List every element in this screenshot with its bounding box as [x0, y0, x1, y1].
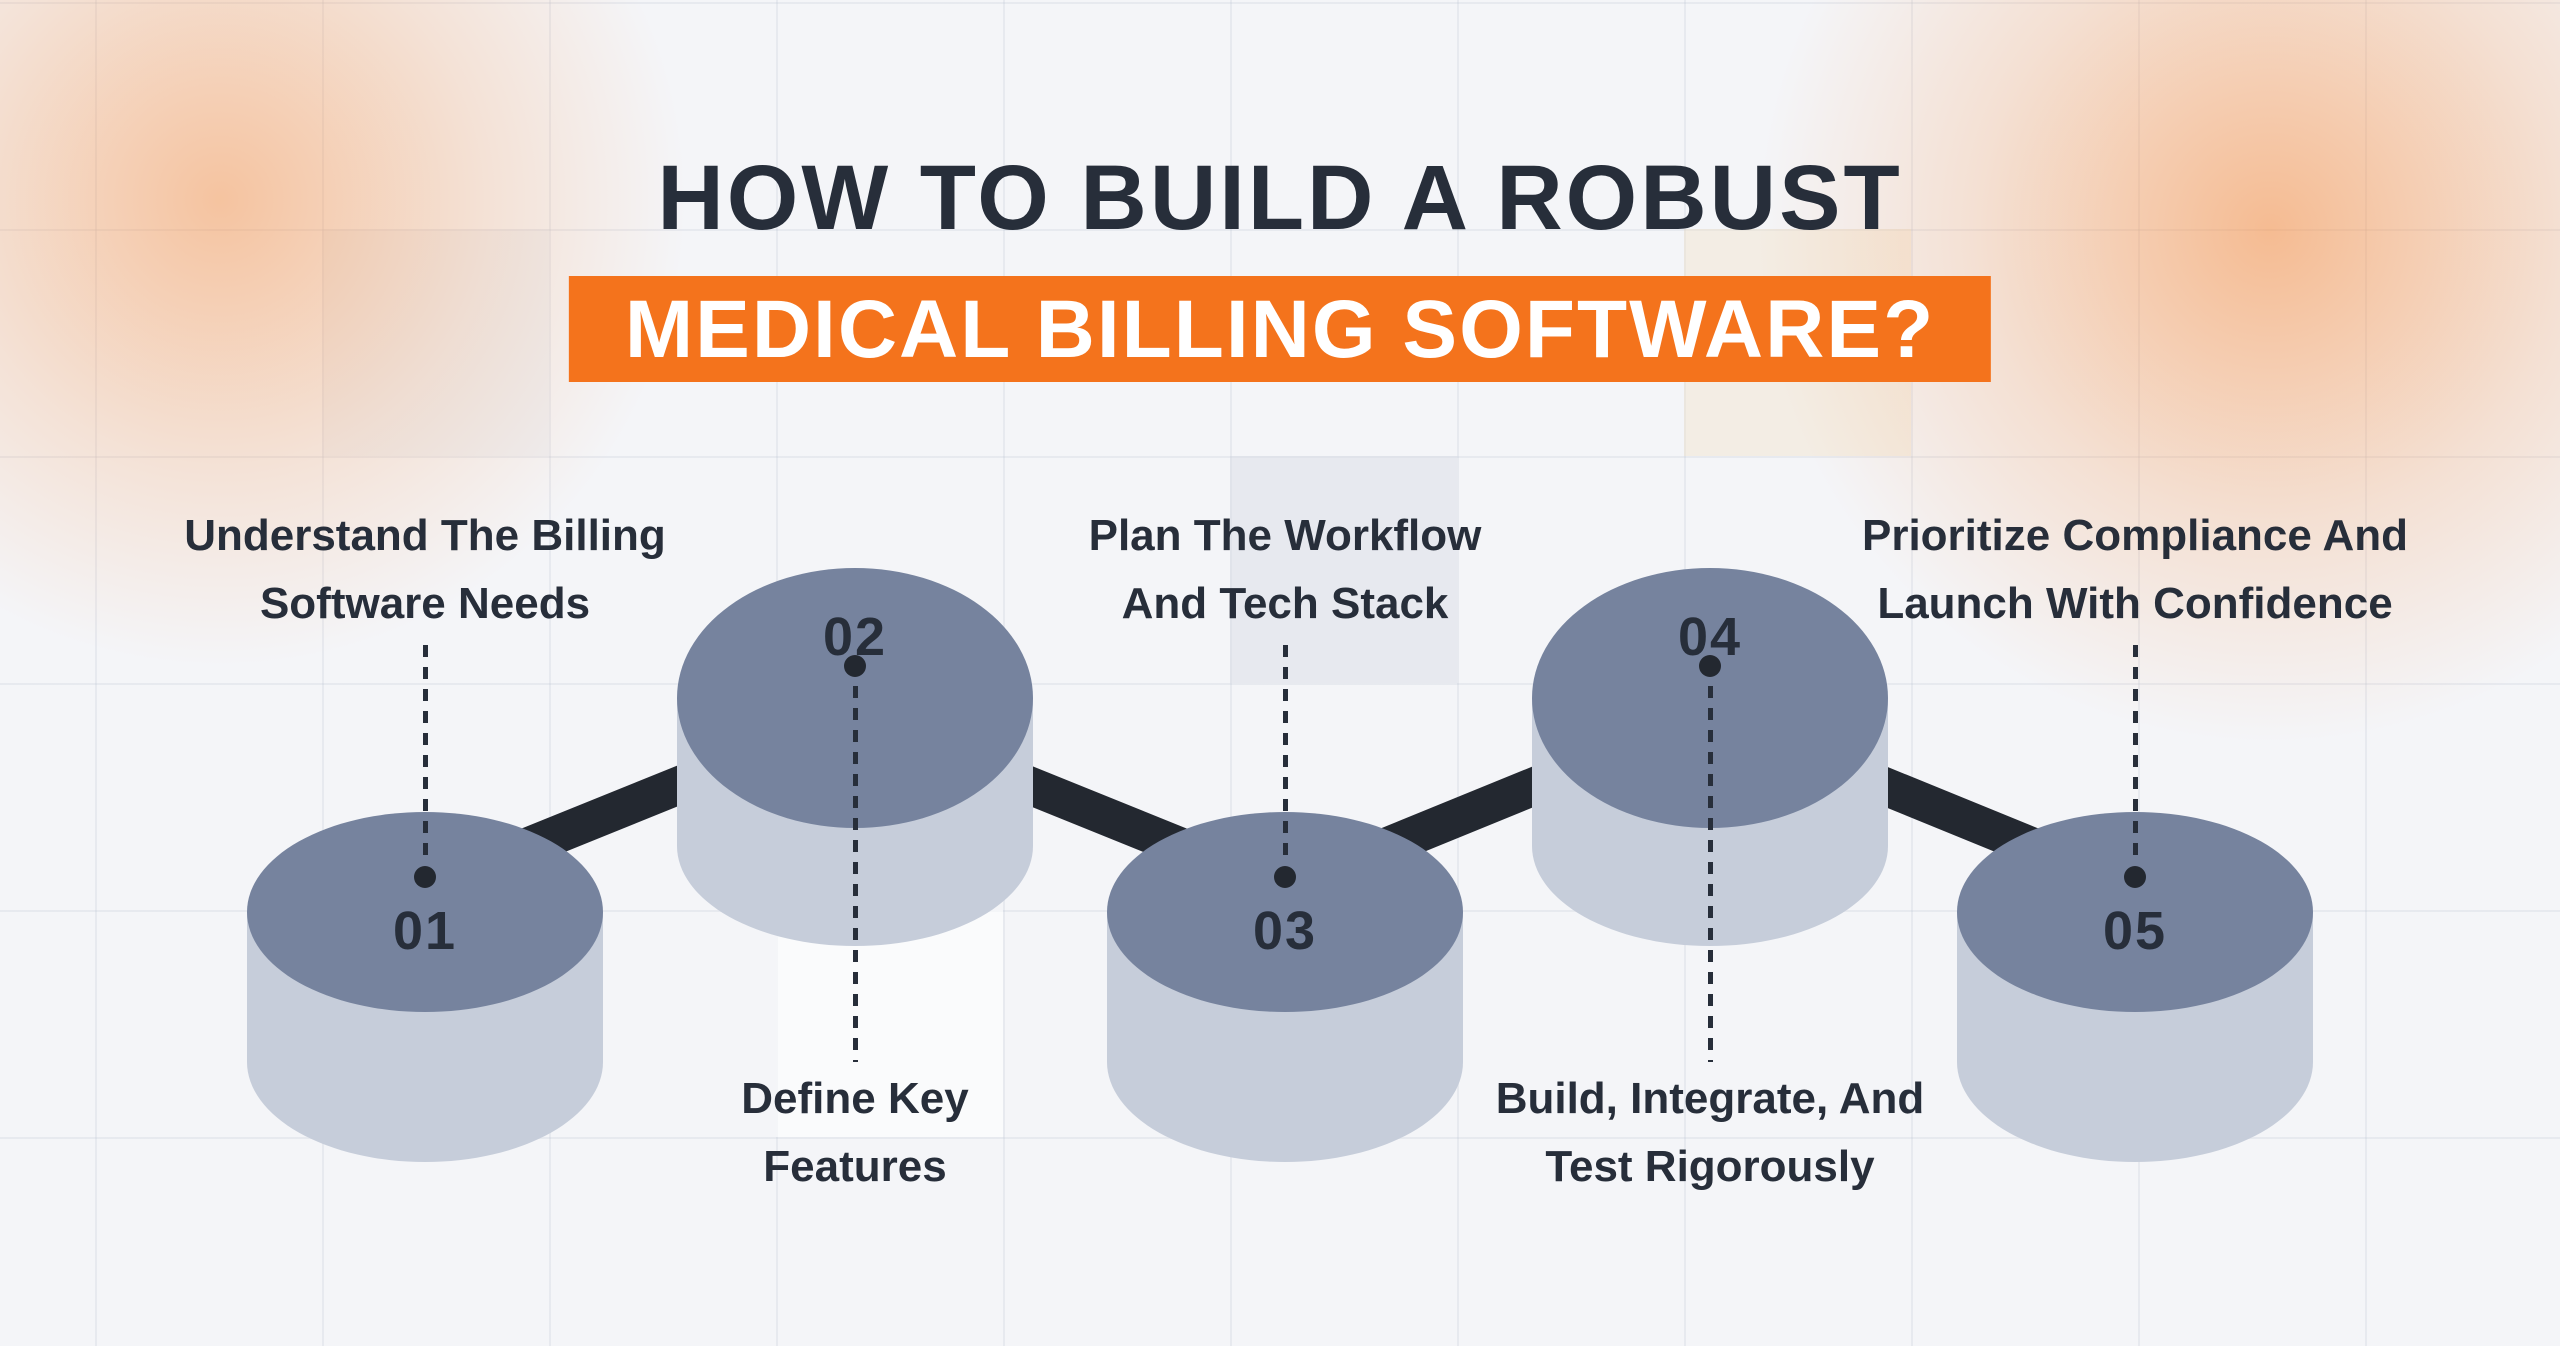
step-2-dot [844, 655, 866, 677]
page-title: HOW TO BUILD A ROBUST [657, 147, 1903, 249]
step-1-dashed-line [422, 645, 428, 859]
step-4-dot [1699, 655, 1721, 677]
step-2-number: 02 [822, 607, 888, 667]
step-1-number: 01 [392, 901, 458, 961]
step-5-label: Prioritize Compliance And Launch With Co… [1805, 502, 2465, 638]
step-1-label-line1: Understand The Billing [184, 511, 666, 560]
page-title-highlight: MEDICAL BILLING SOFTWARE? [568, 276, 1992, 382]
step-1-cylinder: 01 [247, 812, 603, 1164]
step-4-label-line1: Build, Integrate, And [1495, 1074, 1925, 1123]
step-4-label: Build, Integrate, And Test Rigorously [1380, 1065, 2040, 1201]
step-2-dashed-line [852, 686, 858, 1062]
step-3-label: Plan The Workflow And Tech Stack [955, 502, 1615, 638]
grid-tint-cell [1230, 456, 1457, 683]
step-3-dot [1274, 866, 1296, 888]
step-5-number: 05 [2102, 901, 2168, 961]
grid-tint-cell [776, 910, 1003, 1137]
step-3-label-line2: And Tech Stack [1121, 579, 1449, 628]
step-1-label-line2: Software Needs [259, 579, 591, 628]
step-1-label: Understand The Billing Software Needs [95, 502, 755, 638]
step-5-label-line2: Launch With Confidence [1877, 579, 2393, 628]
step-4-dashed-line [1707, 686, 1713, 1062]
step-5-dot [2124, 866, 2146, 888]
step-3-number: 03 [1252, 901, 1318, 961]
step-3-dashed-line [1282, 645, 1288, 859]
step-2-label: Define Key Features [525, 1065, 1185, 1201]
step-2-label-line1: Define Key [741, 1074, 969, 1123]
step-3-label-line1: Plan The Workflow [1088, 511, 1482, 560]
step-2-label-line2: Features [763, 1142, 947, 1191]
step-1-dot [414, 866, 436, 888]
step-3-cylinder: 03 [1107, 812, 1463, 1164]
step-4-label-line2: Test Rigorously [1545, 1142, 1875, 1191]
step-5-dashed-line [2132, 645, 2138, 859]
step-5-label-line1: Prioritize Compliance And [1861, 511, 2408, 560]
step-5-cylinder: 05 [1957, 812, 2313, 1164]
grid-tint-cell [322, 229, 549, 456]
